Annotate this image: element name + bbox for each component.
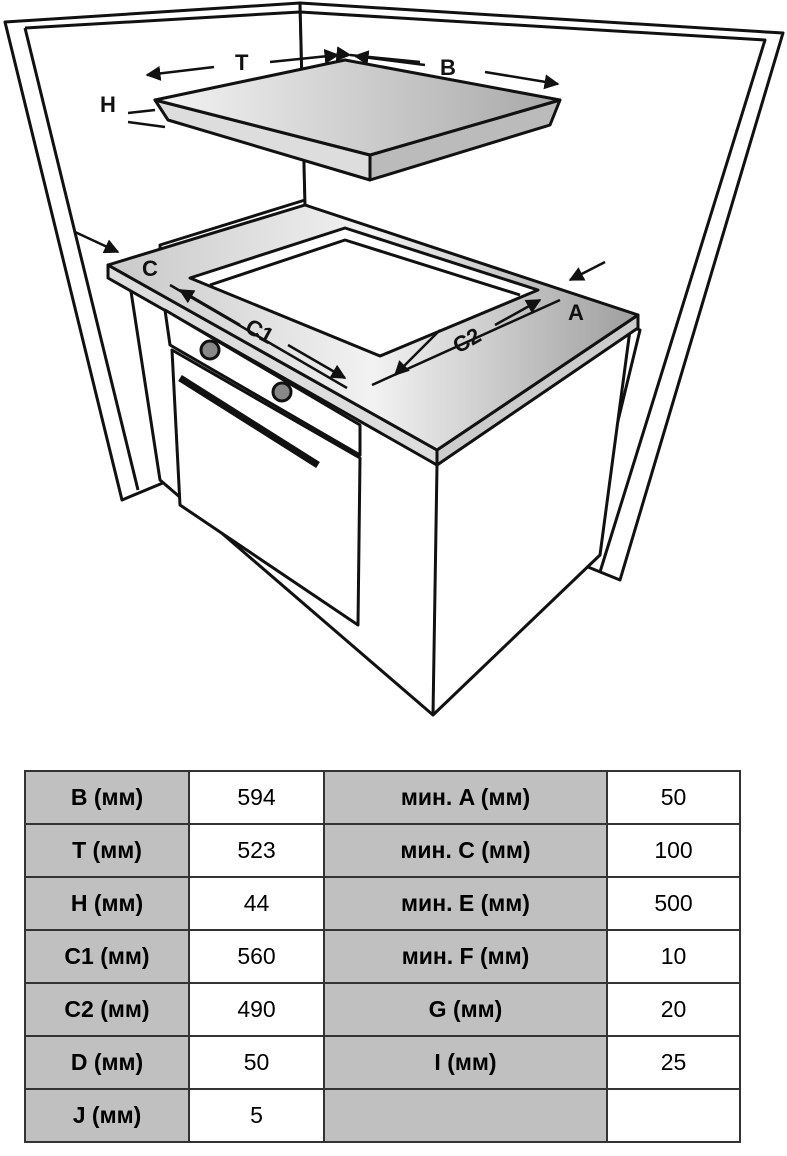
- param-label: C1 (мм): [24, 929, 190, 984]
- param-value: 500: [606, 876, 741, 931]
- param-label: [323, 1088, 608, 1143]
- param-label: G (мм): [323, 982, 608, 1037]
- label-b: B: [440, 55, 456, 80]
- param-value: 5: [188, 1088, 325, 1143]
- label-a: A: [568, 300, 584, 325]
- param-label: J (мм): [24, 1088, 190, 1143]
- hob-top: [153, 58, 562, 157]
- label-h: H: [100, 92, 116, 117]
- param-value: 10: [606, 929, 741, 984]
- param-value: 560: [188, 929, 325, 984]
- param-label: мин. F (мм): [323, 929, 608, 984]
- param-value: 50: [606, 770, 741, 825]
- installation-diagram: T B H C A C1 C2: [3, 1, 785, 717]
- param-value: 490: [188, 982, 325, 1037]
- param-value: 25: [606, 1035, 741, 1090]
- oven-door: [170, 348, 362, 627]
- param-label: мин. A (мм): [323, 770, 608, 825]
- param-label: C2 (мм): [24, 982, 190, 1037]
- label-c: C: [142, 256, 158, 281]
- oven-knob: [271, 381, 293, 403]
- param-value: 20: [606, 982, 741, 1037]
- param-label: мин. C (мм): [323, 823, 608, 878]
- oven-handle: [178, 375, 320, 468]
- param-value: 50: [188, 1035, 325, 1090]
- param-label: H (мм): [24, 876, 190, 931]
- param-value: 44: [188, 876, 325, 931]
- param-label: мин. E (мм): [323, 876, 608, 931]
- param-value: [606, 1088, 741, 1143]
- param-label: I (мм): [323, 1035, 608, 1090]
- label-t: T: [235, 50, 249, 75]
- table-row: J (мм)5: [24, 1088, 741, 1143]
- param-value: 100: [606, 823, 741, 878]
- param-value: 594: [188, 770, 325, 825]
- param-label: T (мм): [24, 823, 190, 878]
- oven-knob: [199, 339, 221, 361]
- param-label: D (мм): [24, 1035, 190, 1090]
- param-value: 523: [188, 823, 325, 878]
- param-label: B (мм): [24, 770, 190, 825]
- cutout: [188, 226, 540, 358]
